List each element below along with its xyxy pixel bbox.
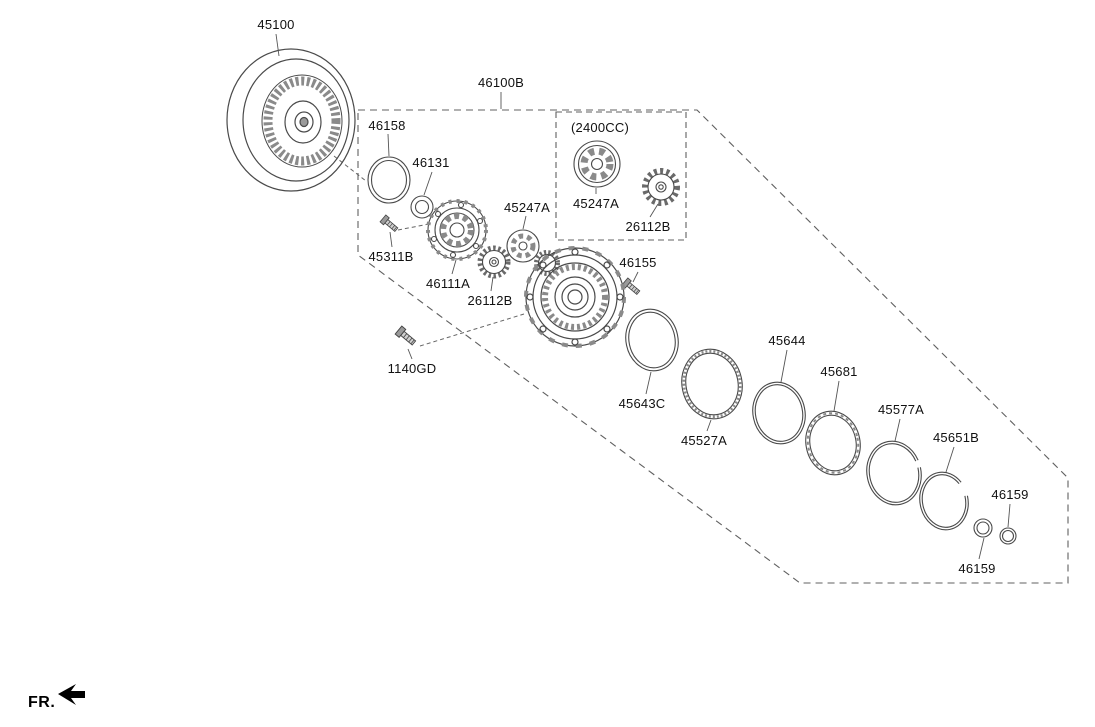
part-label-26112b[interactable]: 26112B <box>467 293 513 308</box>
part-label-45311b[interactable]: 45311B <box>368 249 414 264</box>
rotor-45247a-drawing <box>506 229 540 263</box>
part-label-45577a[interactable]: 45577A <box>877 402 925 417</box>
fr-direction-arrow-icon <box>58 684 85 705</box>
part-label-1140gd[interactable]: 1140GD <box>387 361 437 376</box>
part-label-46111a[interactable]: 46111A <box>425 276 471 291</box>
oring-46159-left-drawing <box>973 518 993 538</box>
variant-2400cc-box <box>555 111 687 241</box>
seal-46131-drawing <box>410 195 434 219</box>
part-label-45527a[interactable]: 45527A <box>680 433 728 448</box>
part-label-45247a[interactable]: 45247A <box>503 200 551 215</box>
part-label-45651b[interactable]: 45651B <box>932 430 980 445</box>
rotor-45247a-2400cc-drawing <box>573 140 621 188</box>
bolt-45311b-icon <box>379 214 400 234</box>
ring-45681-drawing <box>805 410 861 476</box>
part-label-45643c[interactable]: 45643C <box>618 396 666 411</box>
part-label-46159-bottom[interactable]: 46159 <box>958 561 996 576</box>
part-label-46159-right[interactable]: 46159 <box>991 487 1029 502</box>
part-label-26112b-2400cc[interactable]: 26112B <box>625 219 671 234</box>
snap-ring-45651b-drawing <box>919 471 969 531</box>
gear-26112b-2400cc-drawing <box>642 168 680 206</box>
part-label-45100[interactable]: 45100 <box>257 17 295 32</box>
part-label-46131[interactable]: 46131 <box>412 155 450 170</box>
ring-45527a-drawing <box>681 348 743 420</box>
gear-26112b-drawing <box>477 245 511 279</box>
ring-45643c-drawing <box>625 308 679 372</box>
torque-converter-drawing <box>226 48 356 192</box>
oring-46158-drawing <box>367 156 411 204</box>
part-label-45681[interactable]: 45681 <box>820 364 858 379</box>
pump-cover-46111a-drawing <box>426 199 488 261</box>
oring-46159-right-drawing <box>999 527 1017 545</box>
bolt-1140gd-icon <box>394 325 418 348</box>
assembly-boundary-outline <box>357 109 1069 584</box>
part-label-45644[interactable]: 45644 <box>768 333 806 348</box>
part-label-46100b[interactable]: 46100B <box>477 75 525 90</box>
oil-pump-assembly-drawing <box>524 246 626 348</box>
fr-direction-label: FR. <box>28 694 56 711</box>
dashed-leader-lines <box>333 155 525 347</box>
part-label-45247a-2400cc[interactable]: 45247A <box>572 196 620 211</box>
ring-45644-drawing <box>752 381 806 445</box>
variant-label-2400cc: (2400CC) <box>571 120 629 135</box>
part-label-46155[interactable]: 46155 <box>619 255 657 270</box>
leader-lines <box>275 33 1011 560</box>
snap-ring-45577a-drawing <box>866 440 922 506</box>
part-label-46158[interactable]: 46158 <box>368 118 406 133</box>
